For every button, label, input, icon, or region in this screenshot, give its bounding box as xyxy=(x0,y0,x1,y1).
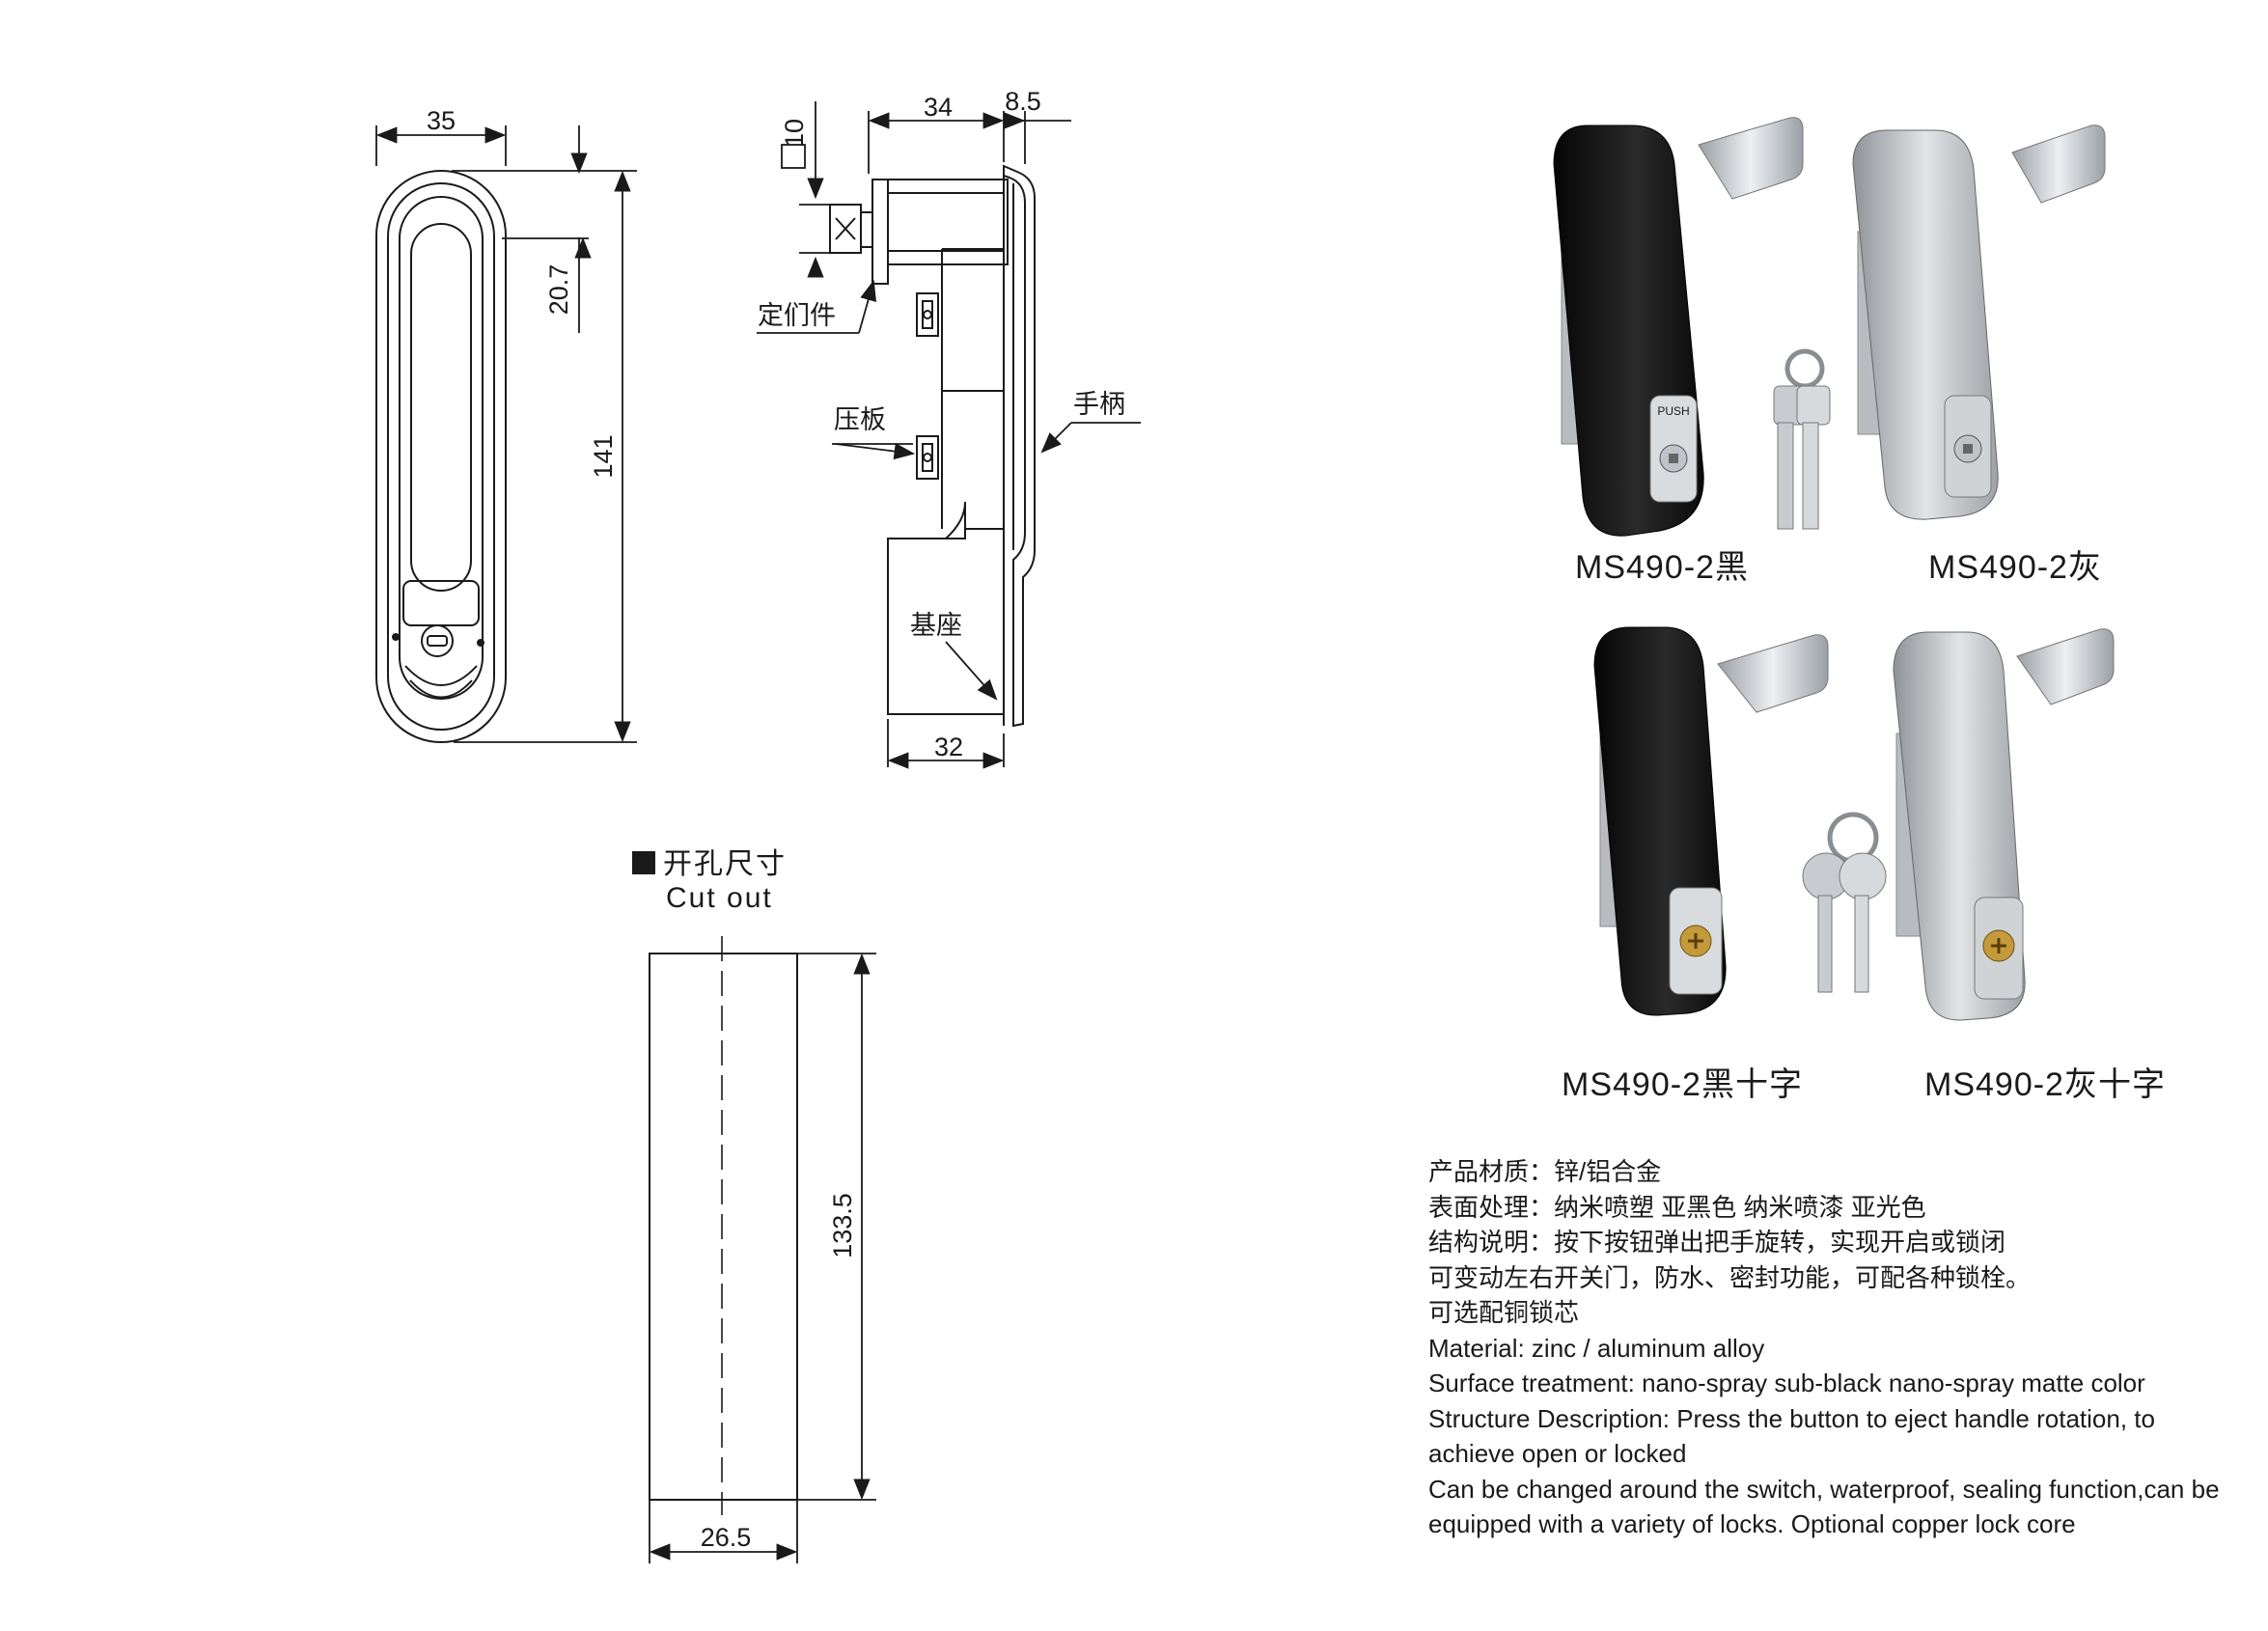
spec-line-surface-en: Surface treatment: nano-spray sub-black … xyxy=(1428,1368,2145,1397)
spec-line-material-cn: 产品材质：锌/铝合金 xyxy=(1428,1157,1662,1186)
spec-line-function-cn: 可变动左右开关门，防水、密封功能，可配各种锁栓。 xyxy=(1428,1262,2032,1292)
label-fixing-part: 定们件 xyxy=(758,301,836,330)
key-icon xyxy=(1773,348,1831,530)
product-image-grey-cross xyxy=(1893,628,2115,1021)
front-view xyxy=(375,170,507,743)
key-icon xyxy=(1802,812,1887,993)
spec-line-structure-en: Structure Description: Press the button … xyxy=(1428,1403,2155,1469)
product-image-black-cross xyxy=(1593,626,1887,1016)
side-dimensions xyxy=(757,101,1141,769)
product-image-black: PUSH xyxy=(1553,117,1831,537)
spec-line-surface-cn: 表面处理：纳米喷塑 亚黑色 纳米喷漆 亚光色 xyxy=(1428,1192,1926,1222)
spec-line-function-en: Can be changed around the switch, waterp… xyxy=(1428,1474,2220,1539)
model-caption-grey-cross: MS490-2灰十字 xyxy=(1924,1066,2166,1103)
model-caption-grey: MS490-2灰 xyxy=(1928,549,2102,586)
dim-side-flange: 8.5 xyxy=(1005,87,1041,116)
dim-cutout-width: 26.5 xyxy=(701,1523,752,1552)
front-dimensions xyxy=(375,125,637,743)
dim-base-width: 32 xyxy=(934,733,963,761)
dim-front-height: 141 xyxy=(589,434,618,478)
dim-side-depth: 34 xyxy=(924,93,953,122)
label-base: 基座 xyxy=(910,611,962,640)
product-image-grey xyxy=(1852,124,2106,520)
technical-drawing: 35 20.7 141 xyxy=(375,87,1141,1563)
cutout-title-en: Cut out xyxy=(666,882,773,914)
spec-line-structure-cn: 结构说明：按下按钮弹出把手旋转，实现开启或锁闭 xyxy=(1428,1228,2006,1257)
dim-front-width: 35 xyxy=(427,106,456,135)
dim-side-lock-size: 10 xyxy=(780,119,809,148)
spec-line-material-en: Material: zinc / aluminum alloy xyxy=(1428,1333,1765,1363)
spec-line-option-cn: 可选配铜锁芯 xyxy=(1428,1298,1580,1327)
dim-front-top-offset: 20.7 xyxy=(544,264,573,316)
label-pressure-plate: 压板 xyxy=(834,405,886,434)
cutout-title-cn: 开孔尺寸 xyxy=(663,848,787,880)
model-caption-black-cross: MS490-2黑十字 xyxy=(1562,1066,1803,1103)
model-caption-black: MS490-2黑 xyxy=(1575,549,1749,586)
cutout-drawing xyxy=(649,936,876,1563)
label-handle: 手柄 xyxy=(1073,390,1125,419)
push-label: PUSH xyxy=(1657,404,1689,418)
spec-text: 产品材质：锌/铝合金 表面处理：纳米喷塑 亚黑色 纳米喷漆 亚光色 结构说明：按… xyxy=(1428,1154,2220,1542)
cutout-bullet xyxy=(632,851,655,874)
dim-cutout-height: 133.5 xyxy=(828,1193,857,1258)
side-view xyxy=(829,164,1036,728)
